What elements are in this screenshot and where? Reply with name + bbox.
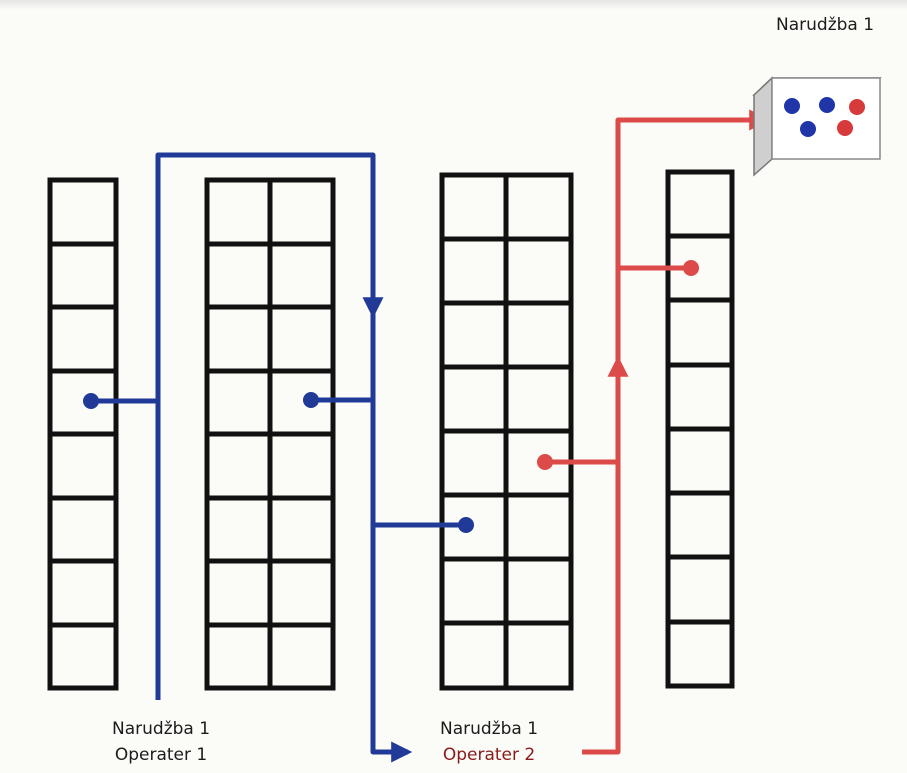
- red-pick-point: [683, 260, 699, 276]
- top-shadow-band: [0, 0, 907, 10]
- box-item-red: [837, 120, 853, 136]
- operator-2-route: [545, 109, 771, 755]
- shelf-rack-3: [439, 172, 574, 691]
- red-pick-point: [537, 454, 553, 470]
- operator-1-route: [91, 152, 466, 763]
- box-item-blue: [819, 97, 835, 113]
- order-box-title: Narudžba 1: [776, 15, 875, 35]
- shelf-rack-2: [204, 177, 336, 691]
- blue-pick-point: [458, 517, 474, 533]
- operator-2-legend: Narudžba 1 Operater 2: [440, 716, 538, 768]
- blue-pick-point: [83, 393, 99, 409]
- operator-2-name-label: Operater 2: [442, 745, 536, 765]
- blue-pick-point: [303, 392, 319, 408]
- shelf-rack-4: [665, 169, 735, 689]
- operator-2-order-label: Narudžba 1: [440, 719, 539, 739]
- operator-1-order-label: Narudžba 1: [112, 719, 211, 739]
- box-item-blue: [784, 98, 800, 114]
- operator-1-legend: Narudžba 1 Operater 1: [112, 716, 210, 768]
- box-item-blue: [800, 121, 816, 137]
- box-item-red: [849, 99, 865, 115]
- order-box: [752, 76, 882, 177]
- shelf-rack-1: [47, 177, 119, 691]
- operator-1-name-label: Operater 1: [114, 745, 208, 765]
